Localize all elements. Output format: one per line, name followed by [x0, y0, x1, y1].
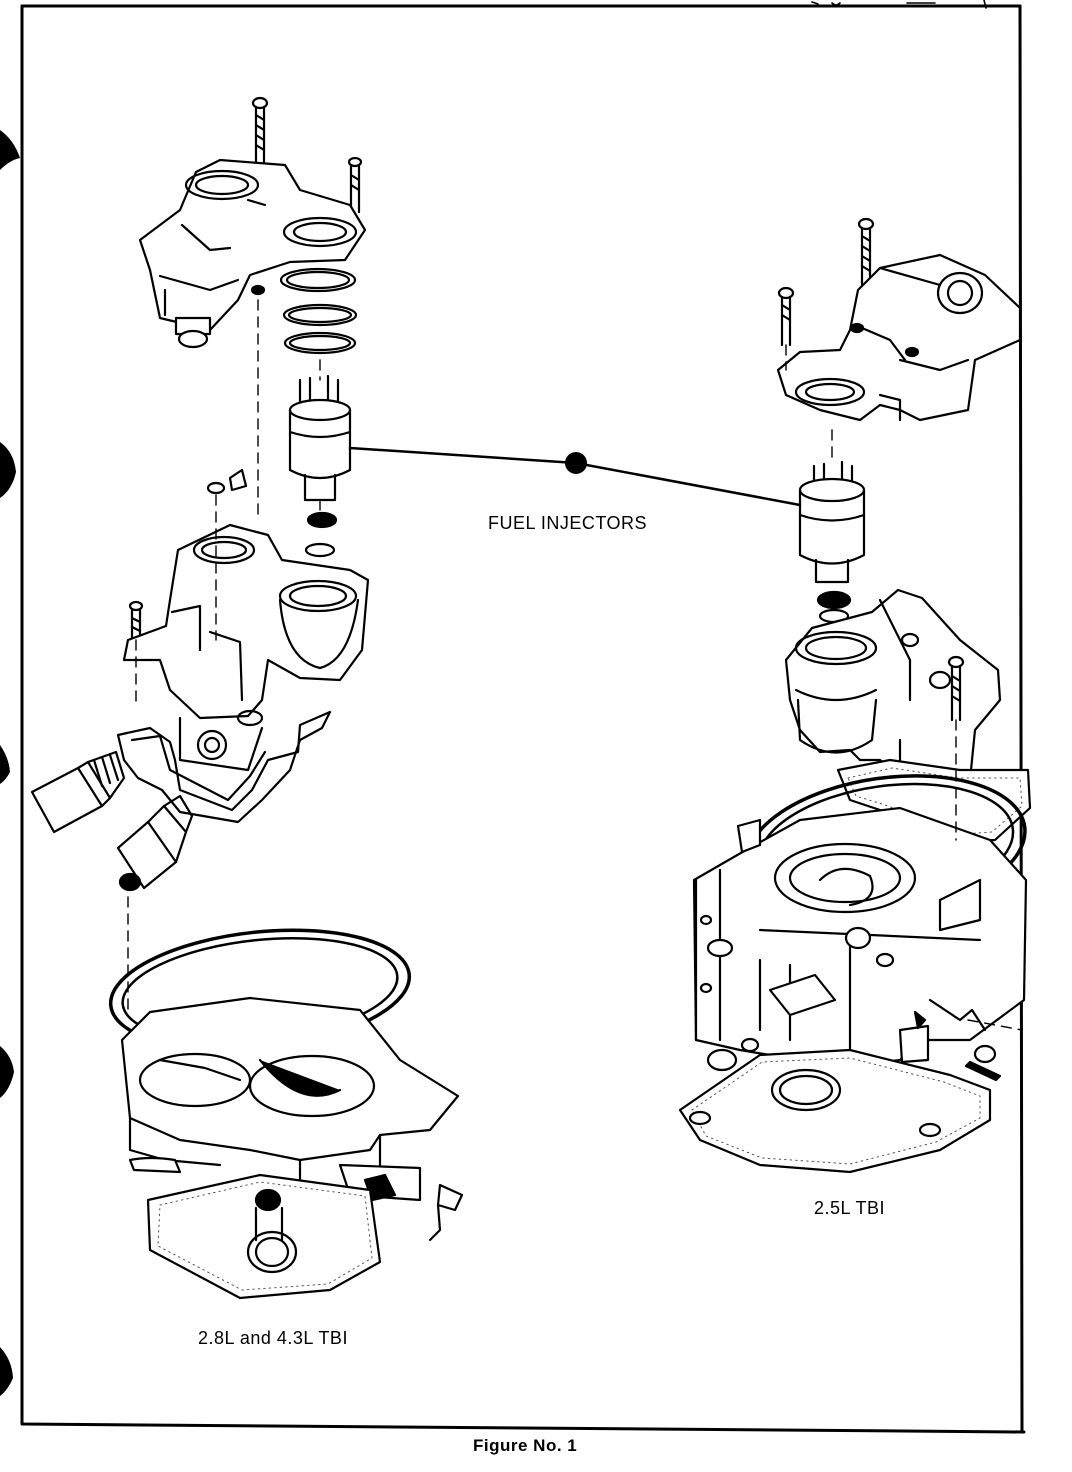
- left-top-bolts: [251, 96, 363, 214]
- left-fuel-injector: [288, 374, 352, 558]
- fuel-fittings: [30, 750, 194, 892]
- tbi-28-43-label: 2.8L and 4.3L TBI: [198, 1328, 348, 1348]
- right-meter-gasket: [836, 758, 1032, 844]
- right-fuel-injector: [798, 460, 866, 624]
- right-alignment-lines: [785, 344, 1023, 1031]
- right-fuel-meter-body: [784, 588, 1002, 792]
- cover-seals: [279, 267, 358, 355]
- right-bottom-bolt: [964, 1044, 1002, 1082]
- fuel-meter-body: [122, 523, 370, 772]
- right-throttle-body: [692, 806, 1028, 1072]
- figure-caption: Figure No. 1: [473, 1436, 578, 1455]
- meter-gasket: [116, 710, 332, 824]
- fuel-injector-leaders: [348, 446, 802, 507]
- tbi-25-assembly: [678, 217, 1032, 1174]
- fuel-injectors-label: FUEL INJECTORS: [488, 513, 648, 533]
- page-border: [20, 4, 1026, 1434]
- binder-marks: [0, 130, 20, 1396]
- left-alignment-lines: [127, 299, 321, 1011]
- left-base-flange: [146, 1173, 382, 1300]
- tbi-28-43-assembly: [30, 96, 464, 1300]
- right-base-flange: [678, 1048, 992, 1174]
- right-fuel-meter-cover: [776, 253, 1022, 422]
- tbi-25-label: 2.5L TBI: [814, 1198, 886, 1218]
- fuel-meter-cover: [138, 158, 367, 349]
- right-top-bolts: [777, 217, 875, 347]
